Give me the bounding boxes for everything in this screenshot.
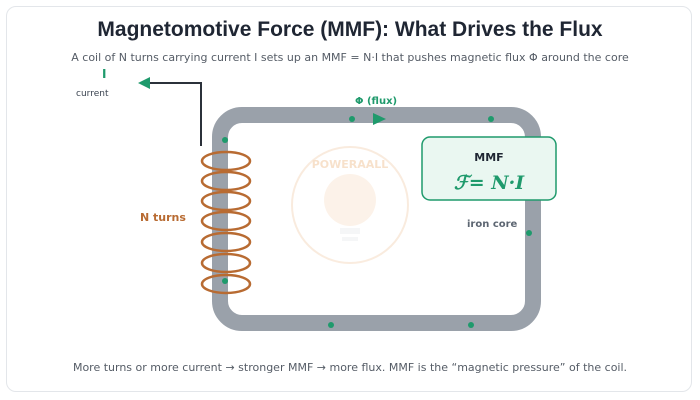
triangle-right-icon <box>373 113 386 125</box>
coil <box>200 150 252 295</box>
mmf-formula: ℱ= N·I <box>454 172 525 194</box>
watermark: POWERAALL <box>291 146 409 264</box>
caption: More turns or more current → stronger MM… <box>72 361 628 374</box>
coil-turn <box>200 231 252 253</box>
mmf-heading: MMF <box>474 151 503 164</box>
coil-turn <box>200 150 252 172</box>
arrow-left-icon <box>138 77 150 89</box>
flux-dot <box>526 230 532 236</box>
flux-label: Φ (flux) <box>355 96 397 107</box>
current-symbol: I <box>102 67 106 81</box>
watermark-ring <box>291 146 409 264</box>
coil-turn <box>200 252 252 274</box>
page-title: Magnetomotive Force (MMF): What Drives t… <box>97 18 603 41</box>
page-subtitle: A coil of N turns carrying current I set… <box>71 51 629 64</box>
watermark-base <box>340 228 360 234</box>
watermark-text: POWERAALL <box>312 158 389 171</box>
coil-turn <box>200 170 252 192</box>
flux-dots <box>222 116 532 328</box>
flux-dot <box>328 322 334 328</box>
coil-turn <box>200 210 252 232</box>
iron-core-label: iron core <box>467 219 518 230</box>
flux-dot <box>222 278 228 284</box>
turns-label: N turns <box>140 211 186 224</box>
mmf-box <box>421 136 557 201</box>
coil-turn <box>200 190 252 212</box>
watermark-bulb-icon <box>324 174 376 226</box>
lead-wire <box>148 82 202 146</box>
flux-dot <box>349 116 355 122</box>
coil-turn <box>200 273 252 295</box>
flux-dot <box>222 137 228 143</box>
current-label: current <box>76 89 109 99</box>
flux-dot <box>488 116 494 122</box>
flux-dot <box>468 322 474 328</box>
